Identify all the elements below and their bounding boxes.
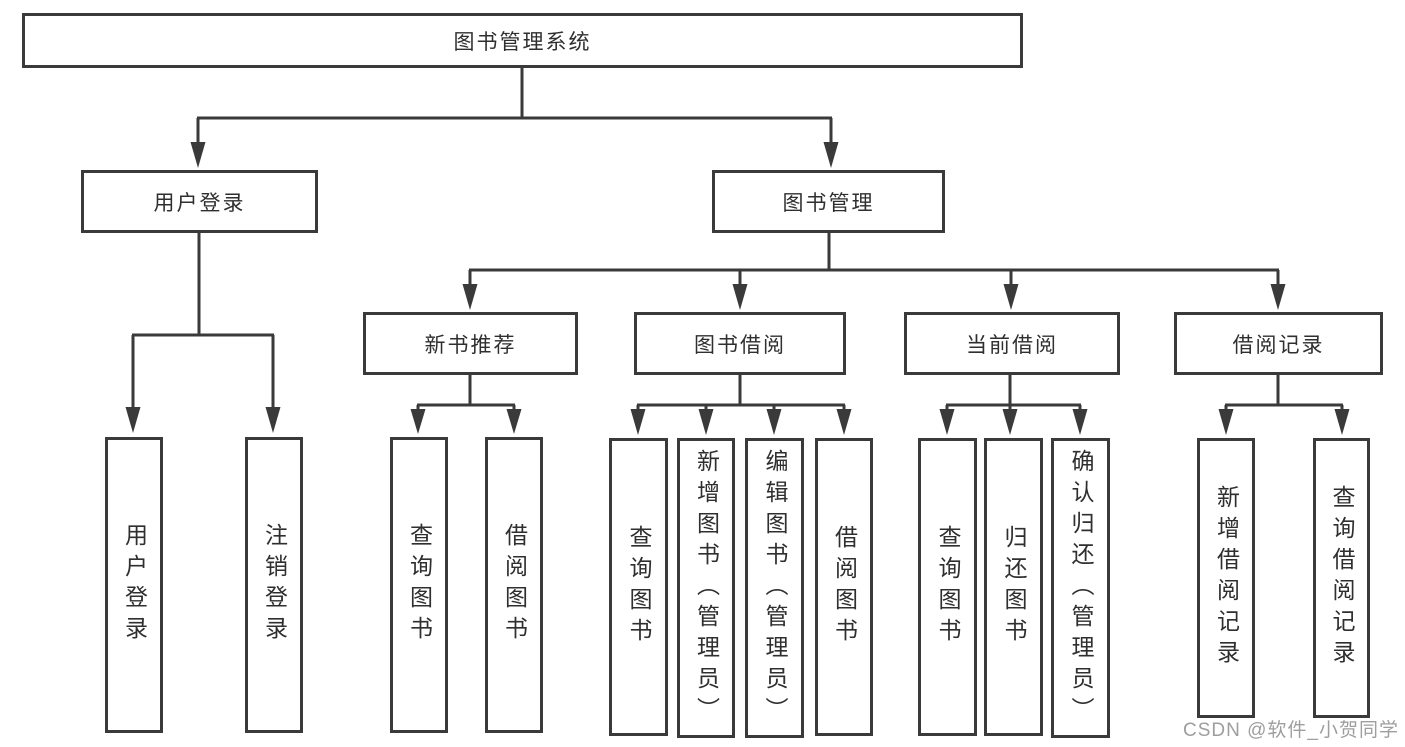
node-leaf-query-books-1: 查询图书 [390,437,448,733]
node-leaf-query-books-2: 查询图书 [609,438,668,736]
node-label: 查询图书 [406,523,433,647]
node-user-login: 用户登录 [81,170,318,233]
node-new-book-rec: 新书推荐 [363,312,578,375]
node-leaf-query-books-3: 查询图书 [918,438,977,736]
node-label: 图书管理系统 [453,30,592,54]
node-label: 确认归还（管理员） [1068,448,1094,728]
node-label: 查询图书 [626,525,652,649]
node-label: 编辑图书（管理员） [762,448,788,728]
node-leaf-query-borrow-record: 查询借阅记录 [1313,438,1370,718]
node-label: 图书借阅 [694,333,786,357]
node-system-root: 图书管理系统 [22,13,1023,68]
node-leaf-borrow-books-1: 借阅图书 [485,437,543,733]
node-book-mgmt: 图书管理 [712,170,945,233]
connector-current-borrow-group [939,375,1088,435]
node-label: 归还图书 [1001,525,1027,649]
node-label: 查询图书 [935,525,961,649]
node-label: 查询借阅记录 [1329,485,1355,671]
connector-new-book-group [410,375,522,434]
connector-root-to-level2 [190,66,839,168]
node-book-borrow: 图书借阅 [634,312,846,375]
node-label: 注销登录 [261,523,288,647]
node-leaf-logout: 注销登录 [245,437,303,733]
node-label: 借阅图书 [501,523,528,647]
node-label: 新增图书（管理员） [693,448,720,728]
node-label: 图书管理 [782,191,875,215]
node-label: 用户登录 [153,191,246,215]
node-label: 借阅记录 [1232,333,1325,357]
node-leaf-user-login: 用户登录 [105,437,163,733]
node-label: 用户登录 [121,523,148,647]
node-leaf-add-books-admin: 新增图书（管理员） [677,438,735,738]
node-label: 当前借阅 [966,333,1058,357]
node-leaf-add-borrow-record: 新增借阅记录 [1197,438,1255,718]
watermark-text: CSDN @软件_小贺同学 [1183,720,1399,741]
node-leaf-return-books: 归还图书 [984,438,1043,736]
connector-book-borrow-group [630,375,852,435]
node-leaf-confirm-return-admin: 确认归还（管理员） [1051,438,1110,738]
connector-user-login-group [125,233,281,433]
node-label: 新书推荐 [424,333,517,357]
node-borrow-records: 借阅记录 [1174,312,1383,375]
node-label: 新增借阅记录 [1213,485,1240,671]
connector-borrow-records-group [1218,375,1350,435]
connector-book-mgmt-to-level3 [462,233,1286,310]
node-leaf-edit-books-admin: 编辑图书（管理员） [745,438,804,738]
node-leaf-borrow-books-2: 借阅图书 [815,438,873,736]
node-label: 借阅图书 [831,525,858,649]
node-current-borrow: 当前借阅 [904,312,1120,375]
